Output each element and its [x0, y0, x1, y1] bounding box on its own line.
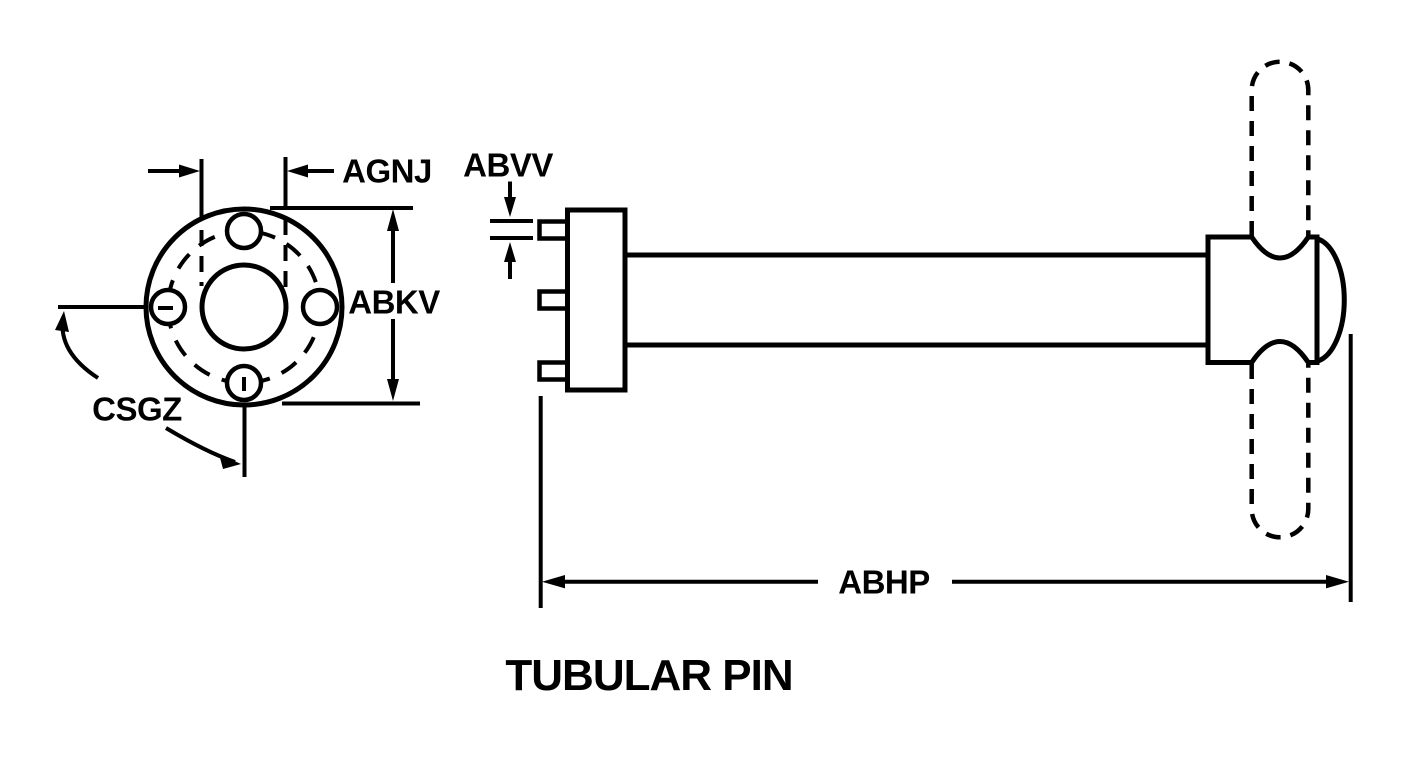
flange-tab-middle [537, 289, 571, 311]
abkv-bottom-arrowhead [387, 379, 399, 401]
flange-head [565, 207, 628, 393]
hole-top [224, 211, 264, 251]
hole-right [300, 287, 340, 327]
abvv-upper-arrowhead [504, 197, 516, 217]
center-bore-circle [199, 262, 289, 352]
flange-tab-top [537, 219, 571, 241]
end-boss-outline [1205, 234, 1320, 365]
agnj-left-arrowhead [179, 164, 200, 178]
abvv-lower-arrowhead [504, 242, 516, 262]
csgz-dimension [55, 305, 247, 477]
abvv-dimension [490, 181, 533, 279]
abkv-label: ABKV [345, 285, 443, 319]
agnj-dimension [148, 157, 334, 287]
handle-rod-lower-dashed [1249, 364, 1311, 540]
handle-rod-upper-dashed [1249, 59, 1311, 236]
csgz-label: CSGZ [89, 392, 185, 426]
end-view-flange-face [143, 206, 345, 408]
abvv-label: ABVV [460, 148, 556, 182]
csgz-lower-arrowhead [219, 454, 241, 469]
abhp-right-arrowhead [1326, 575, 1349, 589]
csgz-upper-arrowhead [55, 311, 69, 332]
agnj-label: AGNJ [339, 154, 435, 188]
abhp-label: ABHP [835, 565, 933, 599]
drawing-title: TUBULAR PIN [505, 651, 793, 700]
abkv-dimension [270, 206, 420, 406]
abhp-left-arrowhead [542, 575, 565, 589]
agnj-right-arrowhead [287, 164, 308, 178]
side-view-pin [537, 59, 1347, 540]
end-cap-dome [1317, 236, 1347, 364]
abhp-dimension [538, 334, 1353, 608]
abkv-top-arrowhead [387, 209, 399, 231]
flange-tab-bottom [537, 360, 571, 382]
